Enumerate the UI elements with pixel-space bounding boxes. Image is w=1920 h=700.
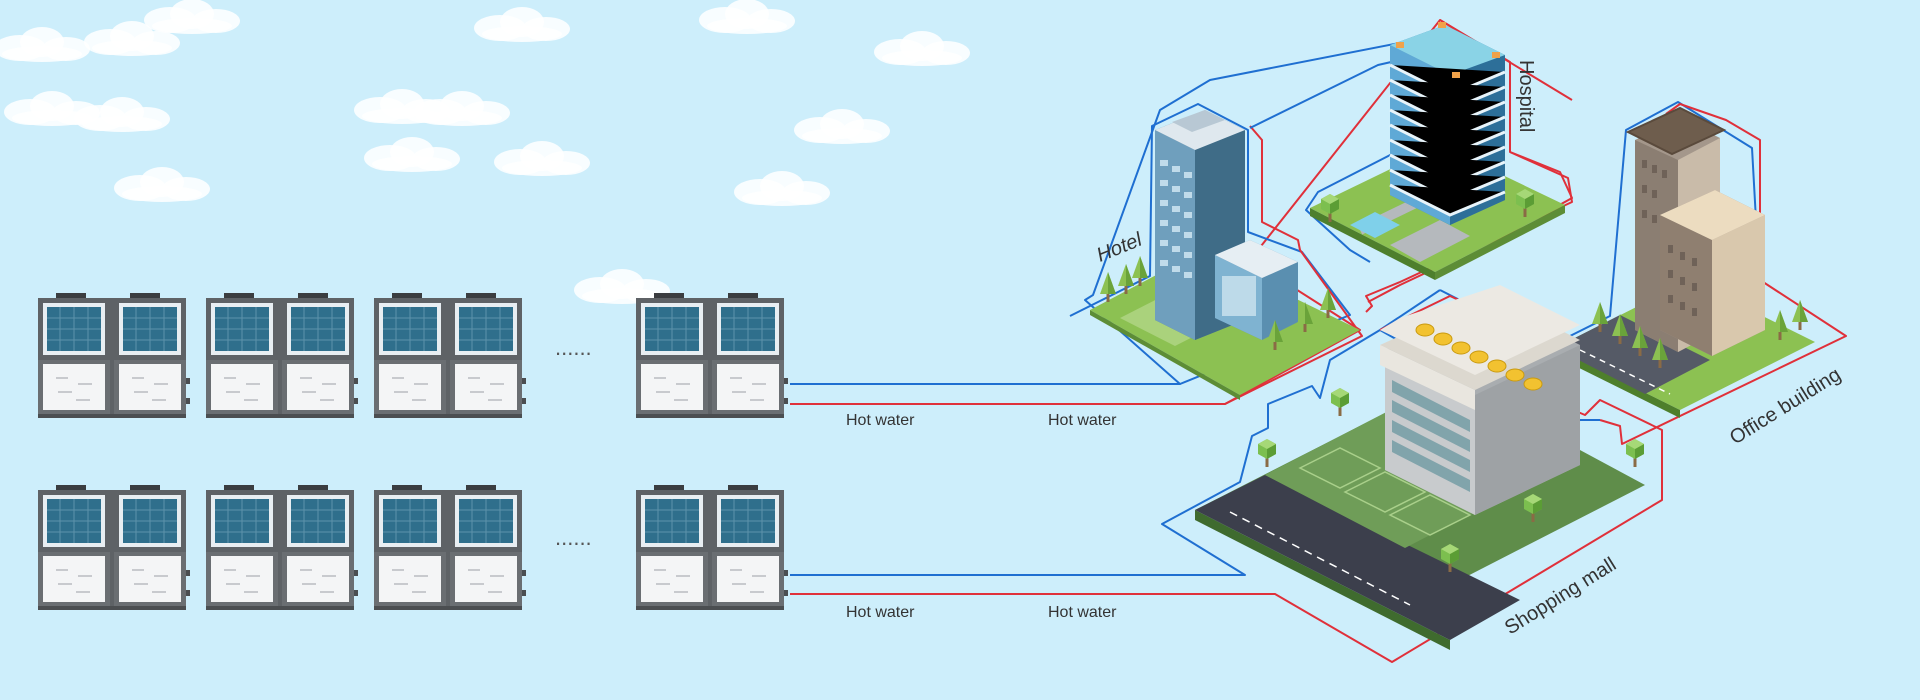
cloud-icon	[354, 89, 450, 124]
clouds	[0, 0, 970, 304]
cloud-icon	[0, 27, 90, 62]
tree-icon	[1258, 439, 1276, 467]
office-building: Office building	[1555, 106, 1845, 449]
hospital-label: Hospital	[1515, 60, 1537, 132]
shopping-mall-building: Shopping mall	[1195, 285, 1645, 650]
ellipsis-top: ......	[555, 335, 592, 360]
cloud-icon	[794, 109, 890, 144]
hospital-outline-return	[1249, 59, 1401, 263]
ellipsis-bottom: ......	[555, 525, 592, 550]
shopping-mall-label: Shopping mall	[1501, 553, 1620, 639]
mall-to-office-return	[1379, 289, 1441, 331]
heat-pump-unit-icon	[636, 485, 788, 610]
cloud-icon	[364, 137, 460, 172]
pipe-labels: Hot water Hot water Hot water Hot water	[846, 412, 1117, 621]
cloud-icon	[699, 0, 795, 34]
heat-pump-row-bottom: ......	[38, 485, 788, 610]
hotel-building: Hotel	[1090, 110, 1360, 400]
tree-icon	[1331, 388, 1349, 416]
hot-water-label-top-1: Hot water	[846, 412, 915, 429]
heat-pump-row-top: ......	[38, 293, 788, 418]
hot-water-label-bottom-2: Hot water	[1048, 604, 1117, 621]
heat-pump-unit-icon	[38, 485, 190, 610]
rooftop-solar-icon	[1415, 323, 1543, 391]
cloud-icon	[734, 171, 830, 206]
tree-icon	[1100, 272, 1116, 302]
heat-pump-unit-icon	[38, 293, 190, 418]
heat-pump-unit-icon	[374, 485, 526, 610]
heat-pump-unit-icon	[206, 485, 358, 610]
tree-icon	[1626, 439, 1644, 467]
heat-pump-unit-icon	[206, 293, 358, 418]
hotel-outline-return	[1069, 103, 1351, 385]
hot-water-label-bottom-1: Hot water	[846, 604, 915, 621]
cloud-icon	[874, 31, 970, 66]
cloud-icon	[144, 0, 240, 34]
cloud-icon	[494, 141, 590, 176]
hotel-label: Hotel	[1094, 229, 1146, 267]
hospital-outline-supply	[1365, 19, 1573, 313]
cloud-icon	[74, 97, 170, 132]
heat-pump-unit-icon	[374, 293, 526, 418]
swimming-pool-icon	[1350, 212, 1400, 238]
heat-pump-unit-icon	[636, 293, 788, 418]
tree-icon	[1792, 300, 1808, 330]
cloud-icon	[474, 7, 570, 42]
cloud-icon	[114, 167, 210, 202]
hotel-outline-supply	[1224, 125, 1363, 405]
hospital-building: Hospital	[1310, 22, 1565, 280]
hot-water-label-top-2: Hot water	[1048, 412, 1117, 429]
